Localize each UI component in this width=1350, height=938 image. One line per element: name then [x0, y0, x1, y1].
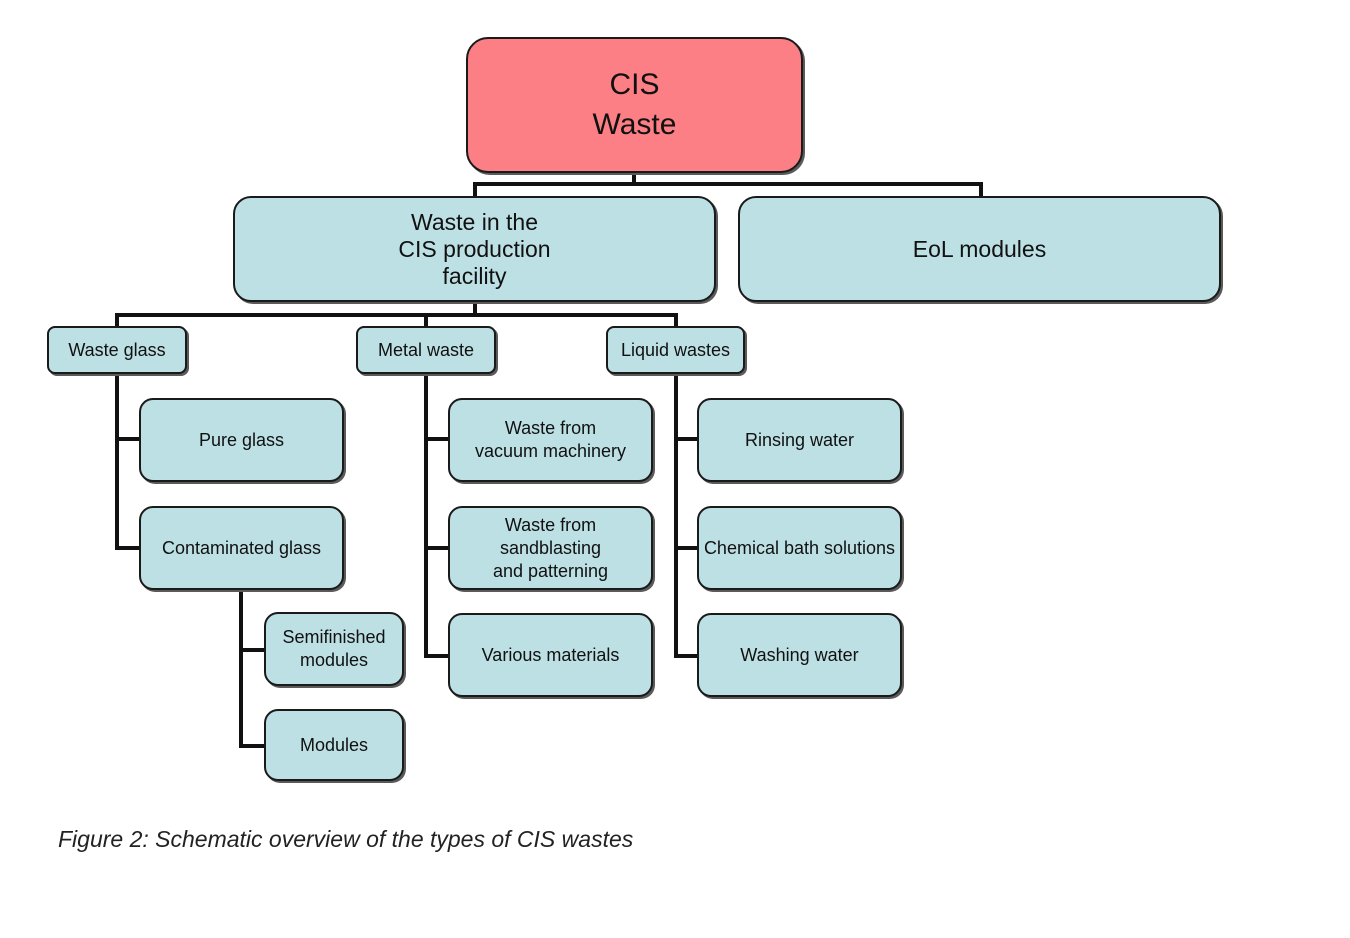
node-sandblasting-line-3: and patterning: [492, 560, 609, 581]
connector-to-production: [473, 182, 477, 198]
connector-to-pure-glass: [115, 437, 141, 441]
node-metal-waste: Metal waste: [356, 326, 496, 374]
connector-root-bar: [473, 182, 983, 186]
node-waste-glass: Waste glass: [47, 326, 187, 374]
connector-metal-trunk: [424, 373, 428, 658]
node-chemical-bath-label: Chemical bath solutions: [703, 537, 896, 558]
connector-to-vacuum: [424, 437, 450, 441]
connector-to-modules: [239, 744, 266, 748]
connector-to-liquid-wastes: [674, 313, 678, 327]
connector-contaminated-trunk: [239, 589, 243, 748]
node-washing-water: Washing water: [697, 613, 902, 697]
node-cis-waste: CIS Waste: [466, 37, 803, 173]
connector-root-down: [632, 172, 636, 186]
connector-glass-trunk: [115, 373, 119, 550]
node-rinsing-water-label: Rinsing water: [744, 429, 855, 450]
node-production-line-2: CIS production: [398, 235, 551, 262]
node-production-line-3: facility: [442, 262, 507, 289]
connector-to-metal-waste: [424, 313, 428, 327]
node-vacuum-line-2: vacuum machinery: [474, 441, 627, 461]
figure-caption: Figure 2: Schematic overview of the type…: [58, 826, 634, 852]
connector-production-down: [473, 300, 477, 317]
connector-to-chemical: [674, 546, 699, 550]
node-waste-vacuum-machinery: Waste from vacuum machinery: [448, 398, 653, 482]
node-liquid-wastes: Liquid wastes: [606, 326, 745, 374]
node-semifinished-modules: Semifinished modules: [264, 612, 404, 686]
connector-to-contaminated-glass: [115, 546, 141, 550]
node-eol-modules: EoL modules: [738, 196, 1221, 302]
node-modules-label: Modules: [299, 734, 369, 755]
node-cis-waste-line-1: CIS: [609, 68, 660, 101]
node-eol-label: EoL modules: [912, 235, 1047, 262]
node-sandblasting-line-2: sandblasting: [499, 537, 602, 558]
node-various-materials: Various materials: [448, 613, 653, 697]
node-waste-sandblasting: Waste from sandblasting and patterning: [448, 506, 653, 590]
node-liquid-wastes-label: Liquid wastes: [620, 339, 731, 360]
connector-level2-bar: [115, 313, 678, 317]
node-various-materials-label: Various materials: [481, 644, 620, 665]
connector-to-eol: [979, 182, 983, 198]
node-production-line-1: Waste in the: [411, 208, 538, 235]
node-pure-glass-label: Pure glass: [198, 429, 285, 450]
connector-to-sandblasting: [424, 546, 450, 550]
node-semifinished-line-2: modules: [299, 650, 369, 670]
node-production-facility: Waste in the CIS production facility: [233, 196, 716, 302]
connector-to-waste-glass: [115, 313, 119, 327]
node-washing-water-label: Washing water: [740, 644, 859, 665]
node-contaminated-glass: Contaminated glass: [139, 506, 344, 590]
node-vacuum-line-1: Waste from: [504, 418, 597, 438]
node-modules: Modules: [264, 709, 404, 781]
node-cis-waste-line-2: Waste: [592, 108, 677, 141]
node-chemical-bath-solutions: Chemical bath solutions: [697, 506, 902, 590]
node-waste-glass-label: Waste glass: [68, 339, 166, 360]
node-pure-glass: Pure glass: [139, 398, 344, 482]
node-sandblasting-line-1: Waste from: [504, 514, 597, 535]
connector-to-rinsing: [674, 437, 699, 441]
connector-to-semifinished: [239, 648, 266, 652]
node-metal-waste-label: Metal waste: [377, 339, 475, 360]
connector-liquid-trunk: [674, 373, 678, 658]
connector-to-washing: [674, 654, 699, 658]
node-rinsing-water: Rinsing water: [697, 398, 902, 482]
node-contaminated-glass-label: Contaminated glass: [161, 537, 322, 558]
node-semifinished-line-1: Semifinished: [282, 627, 386, 647]
connector-to-various: [424, 654, 450, 658]
